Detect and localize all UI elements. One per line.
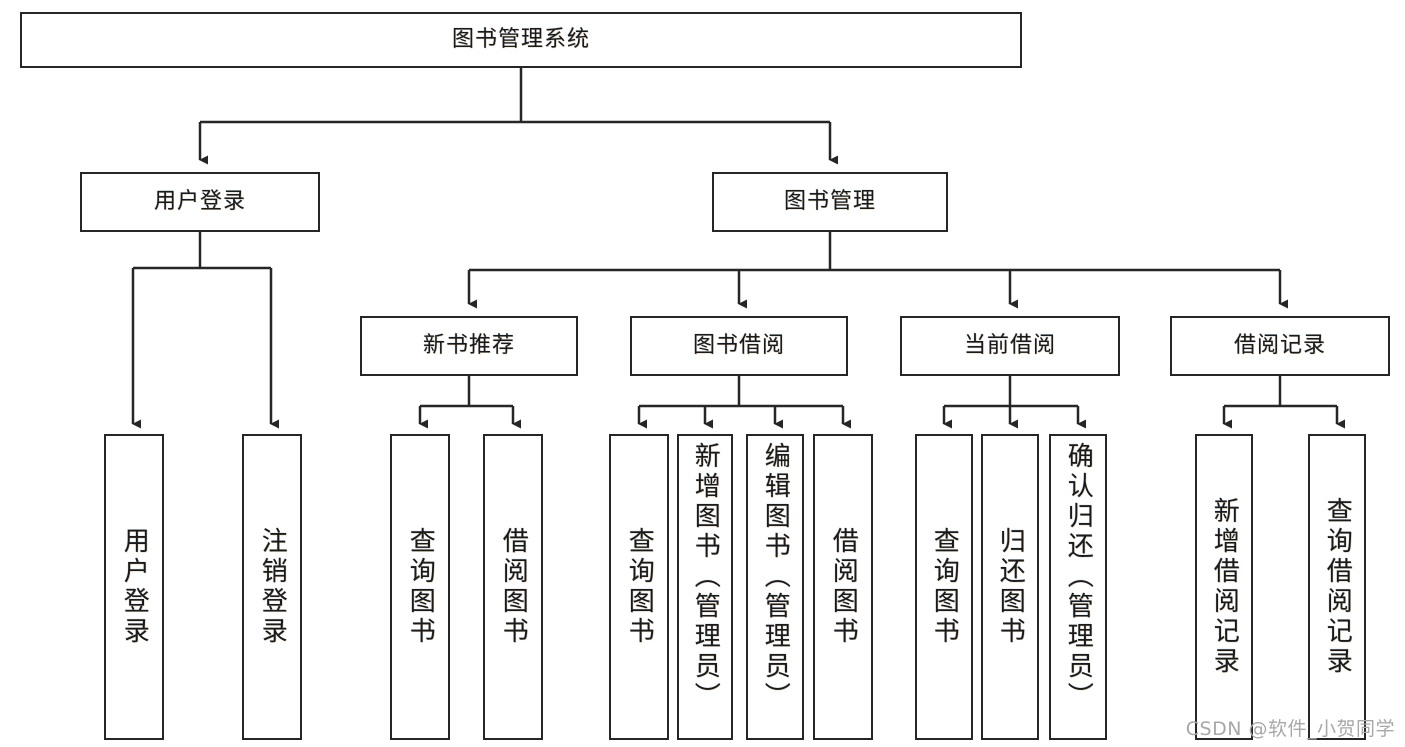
csdn-watermark: CSDN @软件_小贺同学 (1185, 718, 1395, 740)
node-label: 编辑图书（管理员） (760, 442, 791, 712)
node-leaf-confirm-return[interactable]: 确认归还（管理员） (1049, 434, 1107, 740)
node-label: 注销登录 (257, 527, 288, 647)
node-label: 查询图书 (929, 527, 960, 647)
node-leaf-query-book-3[interactable]: 查询图书 (915, 434, 973, 740)
node-label: 用户登录 (119, 527, 150, 647)
node-user-login[interactable]: 用户登录 (80, 172, 320, 232)
node-leaf-query-record[interactable]: 查询借阅记录 (1308, 434, 1366, 740)
node-leaf-query-book-2[interactable]: 查询图书 (609, 434, 669, 740)
node-label: 借阅图书 (498, 527, 529, 647)
node-leaf-add-record[interactable]: 新增借阅记录 (1195, 434, 1253, 740)
node-label: 查询图书 (405, 527, 436, 647)
node-leaf-logout-login[interactable]: 注销登录 (242, 434, 302, 740)
node-leaf-borrow-book-1[interactable]: 借阅图书 (483, 434, 543, 740)
node-label: 借阅记录 (1233, 333, 1326, 359)
node-label: 图书管理系统 (451, 27, 590, 53)
node-leaf-edit-book[interactable]: 编辑图书（管理员） (746, 434, 804, 740)
node-leaf-return-book[interactable]: 归还图书 (981, 434, 1039, 740)
node-label: 新增图书（管理员） (690, 442, 721, 712)
node-label: 图书借阅 (692, 333, 785, 359)
node-book-borrow[interactable]: 图书借阅 (630, 316, 848, 376)
node-label: 新增借阅记录 (1209, 497, 1240, 677)
node-leaf-user-login[interactable]: 用户登录 (104, 434, 164, 740)
node-label: 借阅图书 (828, 527, 859, 647)
node-leaf-query-book-1[interactable]: 查询图书 (390, 434, 450, 740)
node-label: 新书推荐 (422, 333, 515, 359)
node-borrow-record[interactable]: 借阅记录 (1170, 316, 1390, 376)
node-label: 当前借阅 (963, 333, 1056, 359)
node-leaf-add-book[interactable]: 新增图书（管理员） (677, 434, 733, 740)
node-current-borrow[interactable]: 当前借阅 (900, 316, 1120, 376)
node-label: 查询借阅记录 (1322, 497, 1353, 677)
node-label: 归还图书 (995, 527, 1026, 647)
node-label: 用户登录 (153, 189, 246, 215)
node-label: 查询图书 (624, 527, 655, 647)
node-label: 图书管理 (783, 189, 876, 215)
node-leaf-borrow-book-2[interactable]: 借阅图书 (813, 434, 873, 740)
node-system-title[interactable]: 图书管理系统 (20, 12, 1022, 68)
node-book-management[interactable]: 图书管理 (712, 172, 948, 232)
node-label: 确认归还（管理员） (1063, 442, 1094, 712)
node-new-book-recommend[interactable]: 新书推荐 (360, 316, 578, 376)
